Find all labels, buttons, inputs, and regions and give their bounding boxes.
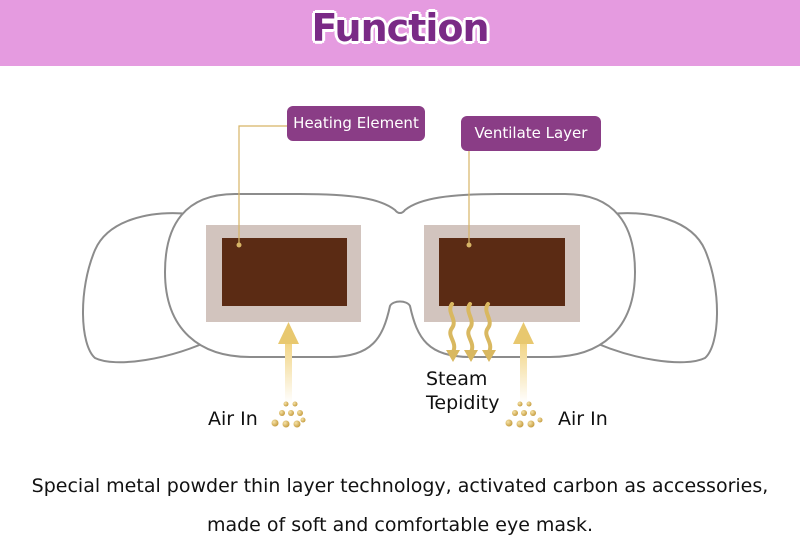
left-strap	[82, 212, 216, 364]
air-in-label-left: Air In	[208, 408, 258, 430]
heating-element-tag: Heating Element	[287, 106, 425, 141]
steam-label-line1: Steam	[426, 368, 488, 390]
heating-leader-line	[238, 125, 291, 244]
air-in-arrow-right	[513, 322, 534, 403]
air-particles-left	[271, 401, 306, 428]
left-heating-pad-inner	[222, 238, 347, 306]
header-banner	[0, 0, 800, 66]
steam-arrow-heads	[446, 350, 496, 362]
page-title: Function	[311, 6, 489, 50]
air-in-label-right: Air In	[558, 408, 608, 430]
steam-label-line2: Tepidity	[426, 392, 500, 414]
steam-label: Steam Tepidity	[426, 367, 499, 415]
description-line-1: Special metal powder thin layer technolo…	[31, 475, 769, 497]
right-strap	[584, 212, 718, 364]
description-line-2: made of soft and comfortable eye mask.	[206, 514, 594, 536]
heating-leader-dot	[236, 242, 242, 248]
air-particles-right	[505, 401, 543, 428]
air-in-arrow-left	[278, 322, 299, 403]
ventilate-layer-tag: Ventilate Layer	[461, 116, 601, 151]
right-heating-pad-inner	[439, 238, 565, 306]
steam-arrows	[448, 302, 493, 354]
ventilate-leader-dot	[466, 242, 472, 248]
